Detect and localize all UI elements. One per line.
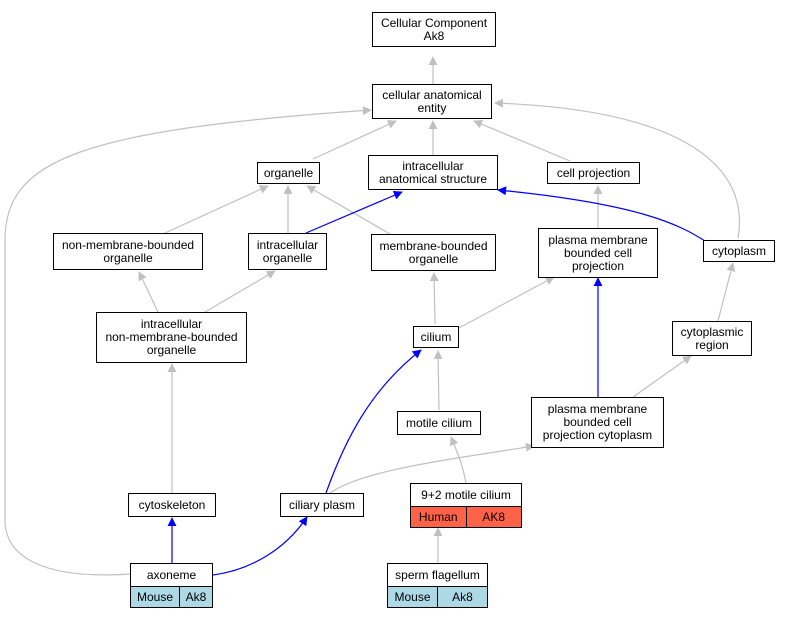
node-membrane-bounded-organelle[interactable]: membrane-bounded organelle: [371, 234, 496, 271]
annotation-row-sperm-flagellum: Mouse Ak8: [387, 587, 488, 608]
node-plasma-membrane-bounded-cell-projection-cytoplasm[interactable]: plasma membrane bounded cell projection …: [531, 397, 664, 448]
edge-intraorg-ias: [305, 191, 403, 234]
edge-organelle-cae: [312, 120, 397, 160]
edge-cilium-pmbcp: [456, 276, 555, 330]
edge-mbo-organelle: [306, 185, 391, 235]
edge-nmbo-organelle: [164, 185, 269, 234]
node-cytoplasm[interactable]: cytoplasm: [703, 240, 775, 262]
node-cell-projection[interactable]: cell projection: [547, 162, 640, 184]
edge-inmbo-intraorg: [204, 270, 276, 313]
node-cilium[interactable]: cilium: [413, 326, 459, 348]
node-motile-cilium[interactable]: motile cilium: [397, 411, 481, 435]
node-non-membrane-bounded-organelle[interactable]: non-membrane-bounded organelle: [53, 233, 203, 270]
node-axoneme[interactable]: axoneme: [130, 563, 213, 587]
node-intracellular-organelle[interactable]: intracellular organelle: [248, 233, 327, 270]
gene-label: Ak8: [185, 589, 207, 604]
node-plasma-membrane-bounded-cell-projection[interactable]: plasma membrane bounded cell projection: [538, 228, 658, 278]
species-label: Mouse: [131, 587, 180, 607]
edge-cellproj-cae: [473, 119, 571, 162]
species-label: Mouse: [388, 587, 438, 607]
edge-cytoregion-cytoplasm: [717, 262, 736, 322]
annotation-row-nine-plus-two: Human AK8: [410, 507, 522, 528]
species-label: Human: [411, 507, 467, 527]
node-cellular-anatomical-entity[interactable]: cellular anatomical entity: [372, 84, 492, 119]
edge-pmbcpc-cytoregion: [632, 355, 692, 398]
edge-inmbo-nmbo: [138, 271, 159, 313]
gene-label: Ak8: [452, 589, 473, 604]
edge-axoneme-ciliary: [212, 516, 308, 576]
edge-ciliary-cilium: [325, 349, 422, 494]
node-nine-plus-two-motile-cilium[interactable]: 9+2 motile cilium: [410, 483, 522, 507]
node-intracellular-anatomical-structure[interactable]: intracellular anatomical structure: [368, 155, 498, 190]
annotation-row-axoneme: Mouse Ak8: [130, 587, 213, 608]
edge-axoneme-cae: [4, 106, 372, 576]
edge-cytoplasm-cae: [494, 98, 740, 239]
edge-cilium-mbo: [429, 272, 439, 325]
gene-label: AK8: [482, 509, 506, 524]
edge-nineplus2-motile: [449, 436, 467, 484]
node-cellular-component-root[interactable]: Cellular Component Ak8: [372, 12, 496, 47]
node-cytoplasmic-region[interactable]: cytoplasmic region: [672, 321, 752, 356]
edge-motile-cilium: [433, 350, 443, 411]
node-organelle[interactable]: organelle: [257, 162, 320, 184]
edge-cytoplasm-ias: [497, 186, 706, 242]
node-ciliary-plasm[interactable]: ciliary plasm: [280, 493, 364, 517]
node-cytoskeleton[interactable]: cytoskeleton: [128, 493, 216, 517]
edge-ciliary-pmbcpc: [329, 442, 535, 494]
node-sperm-flagellum[interactable]: sperm flagellum: [387, 563, 488, 587]
node-intracellular-non-membrane-bounded-organelle[interactable]: intracellular non-membrane-bounded organ…: [96, 312, 247, 363]
